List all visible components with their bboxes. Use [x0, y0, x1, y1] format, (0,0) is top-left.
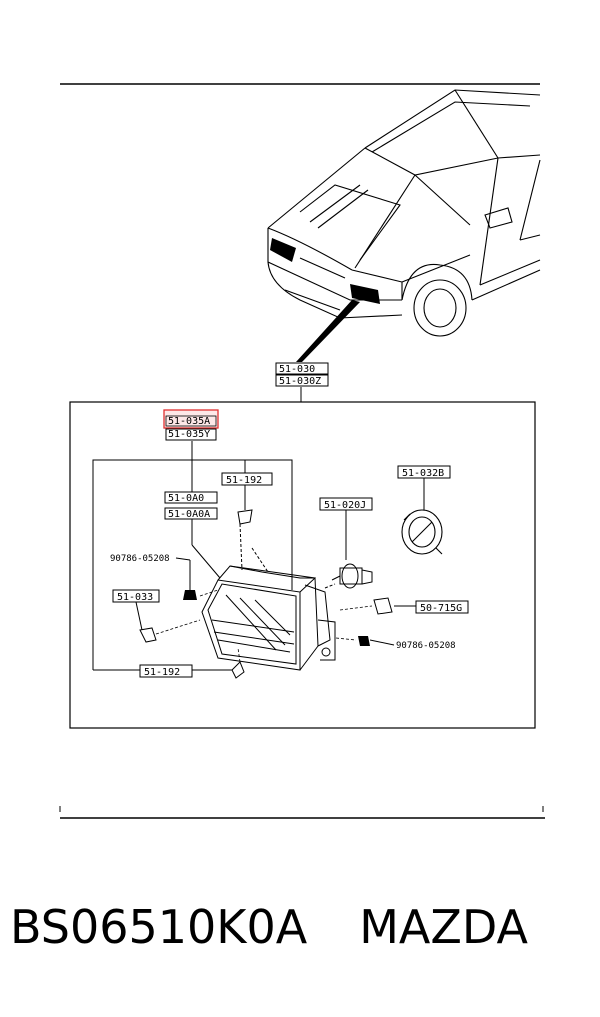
part-caption: BS06510K0A MAZDA	[10, 900, 595, 980]
highlighted-label-top: 51-035A	[168, 416, 210, 427]
bracket-bottom-callout: 51-192	[139, 647, 245, 679]
svg-text:51-033: 51-033	[117, 592, 153, 603]
socket-cap-callout: 51-032B	[397, 465, 451, 555]
svg-text:51-192: 51-192	[144, 667, 180, 678]
headlamp-unit	[201, 523, 336, 671]
svg-text:50-715G: 50-715G	[420, 603, 462, 614]
car-headlamp-left	[270, 238, 296, 262]
inner-bracket	[92, 459, 293, 671]
pointer-wedge	[296, 300, 360, 362]
bracket-top-callout: 51-192	[221, 460, 273, 525]
svg-text:51-032B: 51-032B	[402, 468, 444, 479]
car-illustration	[267, 89, 541, 337]
svg-text:90786-05208: 90786-05208	[396, 641, 456, 651]
svg-text:51-0A0: 51-0A0	[168, 493, 204, 504]
svg-text:51-0A0A: 51-0A0A	[168, 509, 210, 520]
lens-callout: 51-0A0 51-0A0A	[164, 491, 221, 579]
brand-name: MAZDA	[359, 900, 528, 954]
assembly-callout: 51-030 51-030Z	[275, 362, 329, 402]
car-headlamp-right	[350, 284, 380, 304]
highlighted-callout[interactable]: 51-035A 51-035Y	[163, 409, 219, 492]
part-number: BS06510K0A	[10, 900, 308, 954]
svg-text:51-192: 51-192	[226, 475, 262, 486]
svg-text:51-020J: 51-020J	[324, 500, 366, 511]
assembly-label-top: 51-030	[279, 364, 315, 375]
bulb-callout: 51-020J	[319, 497, 373, 589]
highlighted-label-bottom: 51-035Y	[168, 429, 210, 440]
bolt-right-callout: 90786-05208	[335, 636, 456, 651]
assembly-label-bottom: 51-030Z	[279, 376, 321, 387]
detail-frame	[69, 401, 536, 729]
clip-callout: 51-033	[112, 589, 201, 643]
svg-text:90786-05208: 90786-05208	[110, 554, 170, 564]
bolt-left-callout: 90786-05208	[110, 554, 219, 600]
socket-callout: 50-715G	[339, 597, 469, 615]
